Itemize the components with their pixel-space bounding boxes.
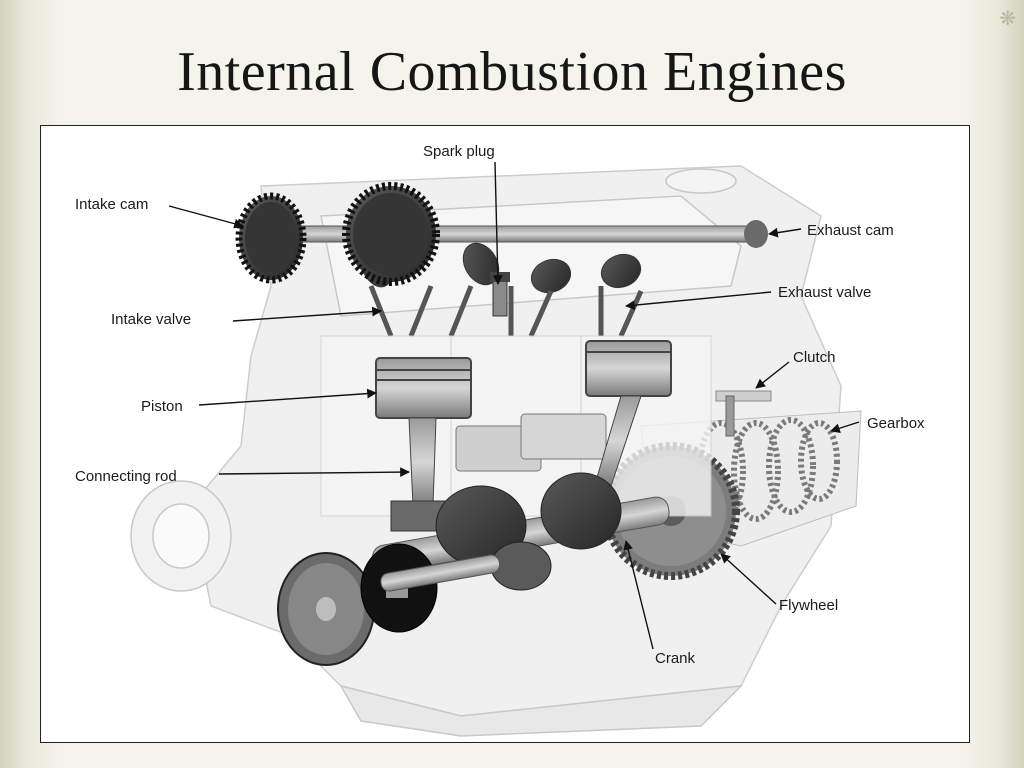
label-intake-cam: Intake cam	[75, 196, 148, 213]
label-intake-valve: Intake valve	[111, 311, 191, 328]
corner-ornament-icon: ❋	[999, 8, 1016, 30]
pistons-part	[375, 340, 672, 472]
engine-diagram-frame: Spark plug Intake cam Exhaust cam Intake…	[40, 125, 970, 743]
label-connecting-rod: Connecting rod	[75, 468, 177, 485]
slide-title: Internal Combustion Engines	[177, 41, 847, 103]
label-spark-plug: Spark plug	[423, 143, 495, 160]
label-piston: Piston	[141, 398, 183, 415]
valves-part	[368, 285, 644, 338]
leader-lines	[168, 161, 860, 650]
label-crank: Crank	[655, 650, 696, 667]
label-gearbox: Gearbox	[867, 415, 925, 432]
label-exhaust-cam: Exhaust cam	[807, 222, 894, 239]
engine-diagram: Spark plug Intake cam Exhaust cam Intake…	[75, 143, 925, 737]
label-flywheel: Flywheel	[779, 597, 838, 614]
front-pulleys-part	[277, 543, 501, 666]
spark-plug-part	[490, 272, 510, 317]
label-exhaust-valve: Exhaust valve	[778, 284, 871, 301]
crankshaft-part	[372, 472, 670, 591]
label-clutch: Clutch	[793, 349, 836, 366]
clutch-part	[715, 390, 772, 437]
intake-cam-gears	[235, 182, 440, 286]
